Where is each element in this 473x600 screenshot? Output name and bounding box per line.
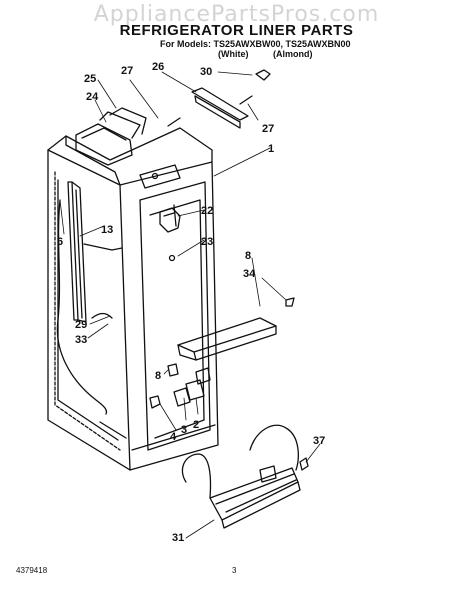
callout-33: 33 xyxy=(75,334,87,346)
callout-29: 29 xyxy=(75,319,87,331)
drip-tray xyxy=(181,424,309,529)
callout-37: 37 xyxy=(313,435,325,447)
color-variants: (White) (Almond) xyxy=(218,49,335,59)
callout-27-top: 27 xyxy=(121,65,133,77)
liner-body xyxy=(47,127,219,471)
callout-22: 22 xyxy=(201,205,213,217)
callout-4: 4 xyxy=(170,431,177,443)
shelf-cover xyxy=(177,297,295,361)
callout-34: 34 xyxy=(243,268,256,280)
callout-13: 13 xyxy=(101,224,113,236)
callout-2: 2 xyxy=(193,419,199,431)
callout-27-right: 27 xyxy=(262,123,274,135)
callout-30: 30 xyxy=(200,66,212,78)
page-number: 3 xyxy=(232,566,237,575)
callout-6: 6 xyxy=(57,236,63,248)
air-duct xyxy=(191,87,249,129)
footer-code: 4379418 xyxy=(16,566,48,575)
variant-almond: (Almond) xyxy=(273,49,313,59)
callout-31: 31 xyxy=(172,532,184,544)
bracket xyxy=(159,207,181,262)
screws xyxy=(167,69,271,227)
diagram-title: REFRIGERATOR LINER PARTS xyxy=(119,22,354,39)
control-housing xyxy=(75,107,147,166)
callout-23: 23 xyxy=(201,236,213,248)
callout-1: 1 xyxy=(268,143,274,155)
callout-8-upper: 8 xyxy=(245,250,251,262)
callout-labels: 27 26 30 25 24 27 1 22 23 6 13 8 34 29 3… xyxy=(57,61,325,544)
watermark: AppliancePartsPros.com xyxy=(93,2,380,27)
callout-26: 26 xyxy=(152,61,164,73)
callout-25: 25 xyxy=(84,73,96,85)
callout-24: 24 xyxy=(86,91,99,103)
callout-leaders xyxy=(59,71,321,539)
wire-harness xyxy=(56,199,123,415)
vertical-track xyxy=(67,181,87,323)
callout-3: 3 xyxy=(181,424,187,436)
variant-white: (White) xyxy=(218,49,249,59)
callout-8-lower: 8 xyxy=(155,370,161,382)
models-line: For Models: TS25AWXBW00, TS25AWXBN00 xyxy=(160,39,351,49)
